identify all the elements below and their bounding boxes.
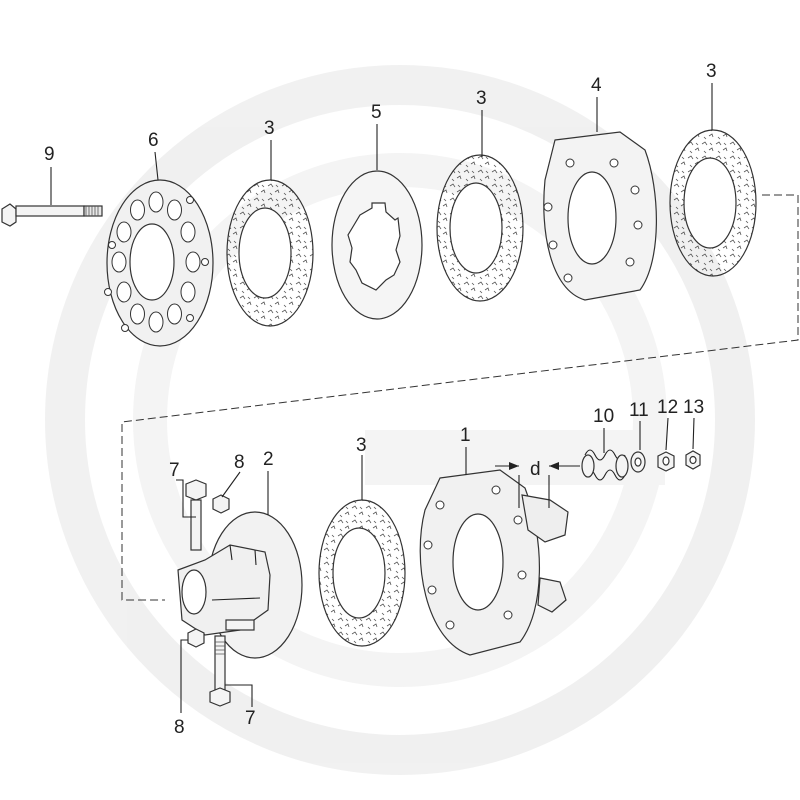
hub-disc-bolt-hole — [121, 324, 129, 332]
hub-disc-tooth-cutout — [167, 199, 182, 221]
label-part-4: 4 — [591, 75, 602, 96]
part-11-washer — [630, 451, 646, 473]
hub-disc-bolt-hole — [186, 314, 194, 322]
part-13-nut — [685, 450, 701, 470]
hub-disc-tooth-cutout — [130, 199, 145, 221]
part-7-bolt-upper — [185, 479, 207, 551]
part-10-spring — [581, 449, 629, 481]
label-part-5: 5 — [371, 102, 382, 123]
part-7-bolt-lower — [209, 635, 231, 707]
leader-lines — [50, 83, 713, 713]
part-6-hub-disc — [104, 179, 214, 347]
hub-disc-tooth-cutout — [148, 191, 164, 213]
part-8-nut-upper — [212, 494, 230, 514]
part-3-friction-disc-c — [669, 129, 757, 277]
label-part-11: 11 — [629, 400, 649, 421]
hub-disc-tooth-cutout — [116, 221, 132, 243]
label-part-3-b: 3 — [476, 88, 487, 109]
hub-disc-tooth-cutout — [148, 311, 164, 333]
hub-disc-tooth-cutout — [185, 251, 201, 273]
part-3-friction-disc-d — [318, 499, 406, 647]
label-part-1: 1 — [460, 425, 471, 446]
hub-disc-tooth-cutout — [167, 303, 182, 325]
label-part-8-lower: 8 — [174, 717, 185, 738]
part-5-splined-disc — [331, 170, 423, 320]
hub-disc-bolt-hole — [201, 258, 209, 266]
hub-disc-tooth-cutout — [130, 303, 145, 325]
part-8-nut-lower — [187, 628, 205, 648]
part-12-nut — [657, 451, 675, 472]
part-2-yoke-hub — [177, 511, 303, 659]
part-3-friction-disc-b — [436, 154, 524, 302]
label-part-2: 2 — [263, 449, 274, 470]
label-part-13: 13 — [683, 397, 704, 418]
hub-disc-tooth-cutout — [111, 251, 127, 273]
label-part-3-a: 3 — [264, 118, 275, 139]
label-part-10: 10 — [593, 406, 614, 427]
hub-disc-bolt-hole — [186, 196, 194, 204]
assembly-guide-dashed-line — [121, 194, 799, 601]
hub-disc-tooth-cutout — [116, 281, 132, 303]
label-part-7-lower: 7 — [245, 708, 256, 729]
hub-disc-bolt-hole — [108, 241, 116, 249]
hub-disc-tooth-cutout — [180, 281, 196, 303]
label-part-3-d: 3 — [356, 435, 367, 456]
part-3-friction-disc-a — [226, 179, 314, 327]
label-part-3-c: 3 — [706, 61, 717, 82]
label-part-8-upper: 8 — [234, 452, 245, 473]
label-dimension-d: d — [530, 459, 541, 480]
label-part-6: 6 — [148, 130, 159, 151]
label-part-12: 12 — [657, 397, 678, 418]
part-4-pressure-plate — [543, 131, 657, 301]
dimension-d — [495, 462, 580, 508]
label-part-7-upper: 7 — [169, 460, 180, 481]
part-1-flange-yoke — [419, 469, 569, 656]
hub-disc-tooth-cutout — [180, 221, 196, 243]
label-part-9: 9 — [44, 144, 55, 165]
part-9-bolt — [1, 203, 103, 227]
hub-disc-bolt-hole — [104, 288, 112, 296]
